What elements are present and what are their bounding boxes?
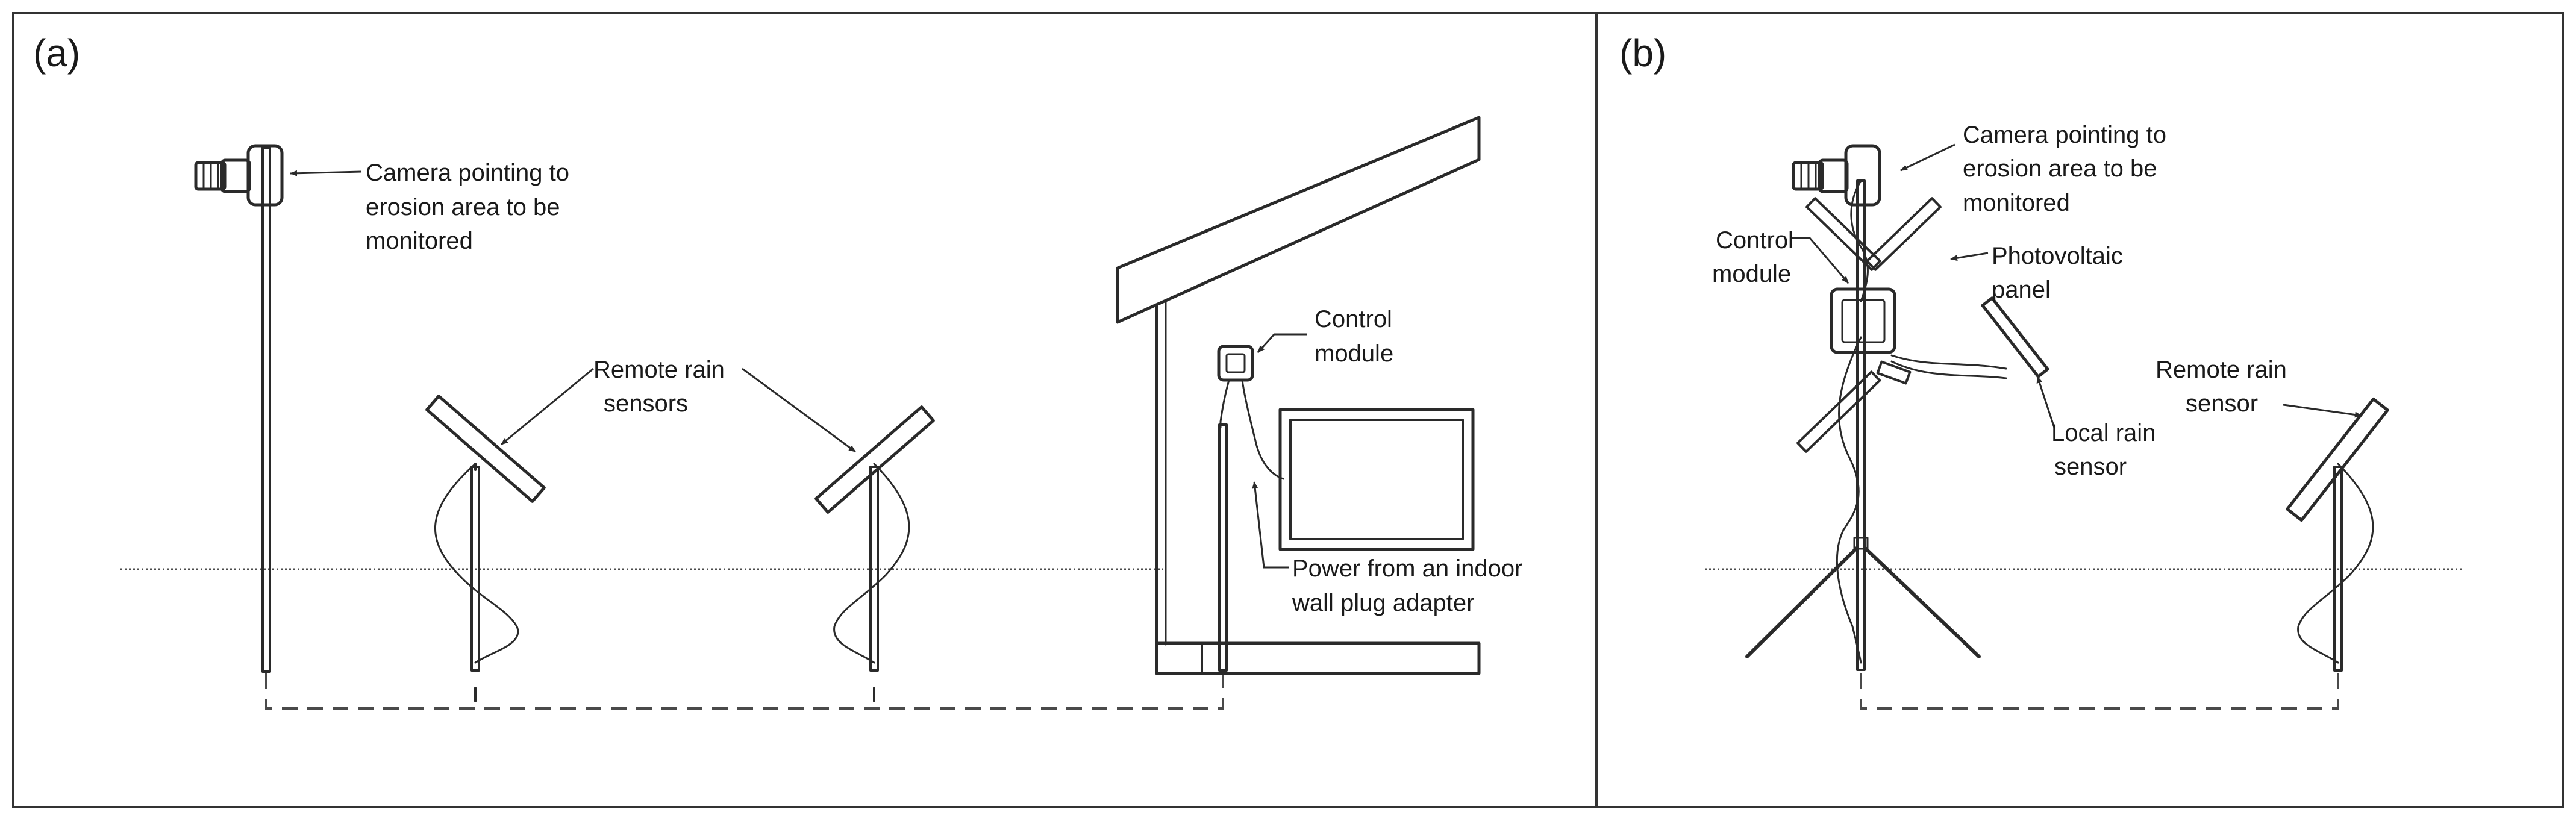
leader-remote-b — [2283, 404, 2362, 418]
wireless-link-b — [1860, 673, 2339, 710]
label-photovoltaic: Photovoltaic panel — [1992, 243, 2130, 303]
leader-local-rain — [2036, 376, 2055, 428]
leader-remote-1 — [501, 367, 594, 446]
panel-b-frame — [1595, 12, 2564, 808]
leader-control-b — [1792, 237, 1849, 284]
panel-b: (b) — [1595, 12, 2564, 808]
label-camera-a: Camera pointing to erosion area to be mo… — [366, 160, 576, 254]
leader-photovoltaic — [1950, 252, 1989, 261]
tripod-mast — [1745, 179, 1981, 671]
control-module-b — [1830, 287, 1896, 354]
leader-control-a — [1257, 333, 1307, 354]
label-remote-rain-sensors: Remote rain sensors — [593, 357, 731, 417]
remote-rain-sensor-2 — [814, 405, 935, 672]
panel-a: (a) — [12, 12, 1598, 808]
local-rain-sensor — [1890, 296, 2049, 379]
panel-b-label: (b) — [1619, 31, 1666, 75]
wireless-link-a — [265, 673, 1224, 710]
camera-pole-a — [194, 144, 284, 673]
camera-icon-b — [1792, 144, 1881, 207]
label-camera-b: Camera pointing to erosion area to be mo… — [1963, 122, 2173, 216]
label-power: Power from an indoor wall plug adapter — [1292, 555, 1530, 616]
label-local-rain-sensor: Local rain sensor — [2051, 420, 2163, 480]
control-pole-a — [1218, 423, 1228, 672]
photovoltaic-panel — [1796, 197, 1942, 453]
leader-power — [1252, 481, 1289, 569]
leader-camera-a — [290, 170, 362, 176]
window — [1278, 408, 1475, 551]
label-control-module-a: Control module — [1315, 306, 1399, 367]
control-module-a — [1217, 345, 1284, 480]
leader-camera-b — [1900, 143, 1955, 172]
remote-rain-sensor-b — [2286, 397, 2389, 672]
label-remote-rain-sensor-b: Remote rain sensor — [2156, 357, 2293, 417]
camera-icon — [194, 144, 284, 207]
house — [1116, 116, 1481, 675]
panel-a-label: (a) — [33, 31, 80, 75]
label-control-module-b: Control module — [1712, 227, 1800, 287]
remote-rain-sensor-1 — [425, 395, 546, 672]
leader-remote-2 — [742, 367, 856, 453]
